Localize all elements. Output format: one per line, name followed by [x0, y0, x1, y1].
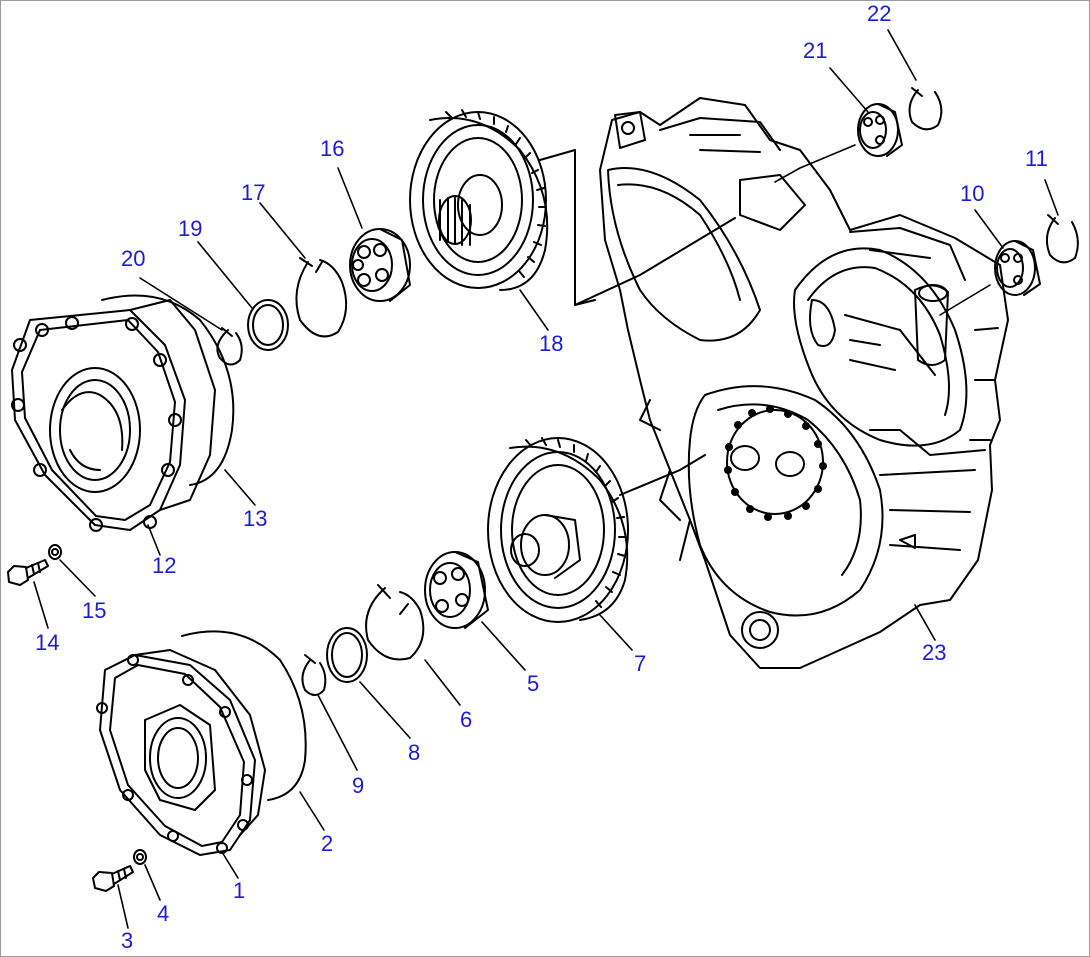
seal-13 — [101, 294, 235, 486]
washer-4 — [133, 849, 147, 865]
snap-ring-11 — [1045, 214, 1079, 264]
snap-ring-22 — [908, 87, 943, 131]
ring-19 — [247, 299, 289, 351]
snap-ring-20 — [216, 327, 243, 366]
callout-9: 9 — [352, 773, 365, 798]
housing-23 — [599, 97, 1009, 669]
snap-ring-9 — [301, 654, 327, 696]
callout-20: 20 — [121, 246, 146, 271]
bearing-5 — [424, 551, 489, 629]
gear-7 — [487, 437, 706, 623]
callout-1: 1 — [233, 878, 246, 903]
washer-15 — [48, 544, 62, 560]
callout-17: 17 — [241, 180, 266, 205]
callout-6: 6 — [460, 707, 473, 732]
ring-8 — [326, 627, 368, 683]
callout-18: 18 — [539, 331, 564, 356]
callout-14: 14 — [35, 630, 60, 655]
callout-7: 7 — [634, 651, 647, 676]
snap-ring-17 — [295, 257, 348, 338]
callout-11: 11 — [1025, 146, 1048, 171]
cover-1 — [96, 649, 266, 856]
leader-lines — [33, 29, 1059, 929]
callout-2: 2 — [321, 831, 334, 856]
callout-5: 5 — [527, 671, 540, 696]
gear-18 — [409, 109, 736, 306]
callout-21: 21 — [803, 38, 828, 63]
callout-8: 8 — [408, 740, 421, 765]
callout-23: 23 — [922, 640, 947, 665]
callout-22: 22 — [867, 1, 892, 26]
seal-2 — [181, 630, 307, 801]
callout-4: 4 — [157, 901, 170, 926]
cover-12 — [11, 299, 216, 532]
callout-12: 12 — [152, 553, 177, 578]
bearing-16 — [349, 228, 411, 302]
callout-3: 3 — [121, 928, 134, 953]
callout-16: 16 — [320, 136, 345, 161]
callout-19: 19 — [178, 216, 203, 241]
bolt-14 — [7, 559, 49, 586]
bearing-21 — [857, 103, 903, 157]
bearing-10 — [994, 240, 1041, 296]
callout-15: 15 — [82, 598, 107, 623]
snap-ring-6 — [365, 584, 425, 661]
bolt-3 — [92, 865, 134, 892]
callout-13: 13 — [243, 506, 268, 531]
callout-10: 10 — [960, 181, 985, 206]
